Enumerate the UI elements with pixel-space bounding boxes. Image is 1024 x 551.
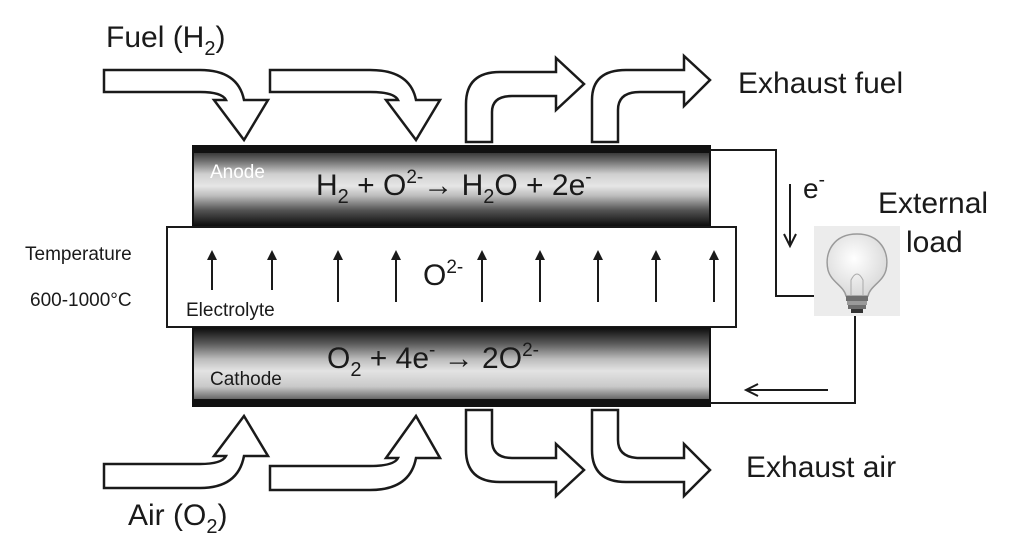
electrolyte-label: Electrolyte <box>186 300 275 321</box>
electron-label: e- <box>803 170 825 204</box>
ion-arrow-icon <box>651 250 661 302</box>
temperature-label: Temperature <box>25 244 132 265</box>
cathode-layer <box>192 327 711 407</box>
ion-arrows <box>207 250 719 302</box>
exhaust-air-arrow-1 <box>464 408 586 499</box>
external-circuit <box>710 149 856 404</box>
anode-label: Anode <box>210 162 265 183</box>
exhaust-air-label: Exhaust air <box>746 451 896 484</box>
ion-arrow-icon <box>207 250 217 290</box>
ion-arrow-icon <box>535 250 545 302</box>
load-label: load <box>906 226 963 259</box>
electron-flow-arrow-down <box>783 184 797 249</box>
anode-top-plate <box>193 146 710 153</box>
anode-layer <box>192 145 711 227</box>
anode-reaction: H2 + O2-→ H2O + 2e- <box>316 167 592 208</box>
ion-arrow-icon <box>391 250 401 302</box>
ion-arrow-icon <box>709 250 719 302</box>
exhaust-air-arrow-2 <box>590 408 712 500</box>
ion-arrow-icon <box>477 250 487 302</box>
exhaust-fuel-arrow-1 <box>464 55 586 144</box>
cathode-label: Cathode <box>210 369 282 390</box>
fuel-inlet-arrow-1 <box>102 68 271 143</box>
exhaust-fuel-label: Exhaust fuel <box>738 67 903 100</box>
external-label: External <box>878 187 988 220</box>
ion-arrow-icon <box>593 250 603 302</box>
cathode-bottom-plate <box>193 399 710 406</box>
electron-flow-arrow-left <box>743 383 828 397</box>
ion-arrow-icon <box>267 250 277 290</box>
air-inlet-arrow-2 <box>268 413 443 492</box>
cathode-reaction: O2 + 4e- → 2O2- <box>327 340 539 381</box>
ion-label: O2- <box>423 257 463 292</box>
electrolyte-layer <box>166 226 737 328</box>
fuel-inlet-label: Fuel (H2) <box>106 21 225 60</box>
air-inlet-label: Air (O2) <box>128 499 227 538</box>
ion-arrow-icon <box>333 250 343 302</box>
temperature-range: 600-1000°C <box>30 290 132 311</box>
light-bulb-icon <box>814 226 900 316</box>
air-inlet-arrow-1 <box>102 413 271 490</box>
exhaust-fuel-arrow-2 <box>590 53 712 144</box>
fuel-inlet-arrow-2 <box>268 68 443 143</box>
